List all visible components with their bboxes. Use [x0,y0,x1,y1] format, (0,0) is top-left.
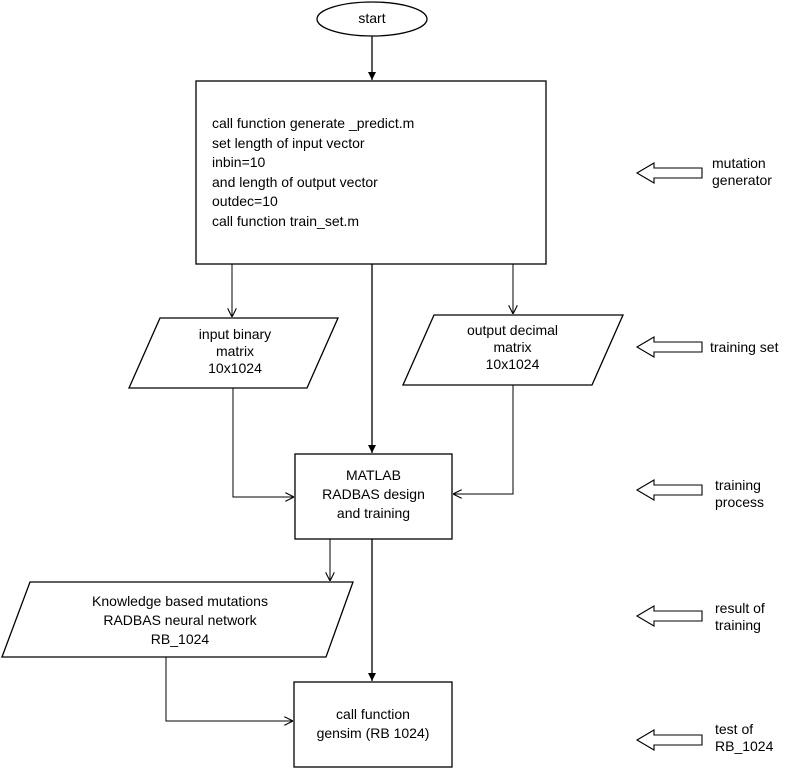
gensim-line-1: call function [336,706,410,722]
output-matrix-text: output decimal matrix 10x1024 [420,322,605,373]
training-box-text: MATLAB RADBAS design and training [295,466,452,523]
block-arrow-training-set [635,336,703,358]
network-line-3: RB_1024 [150,631,210,647]
block-arrow-test [635,729,703,751]
gensim-box-text: call function gensim (RB 1024) [294,705,452,743]
annotation-training-set: training set [710,339,779,355]
gensim-process-box [293,681,453,768]
generate-line-3: inbin=10 [212,154,266,170]
output-matrix-line-3: 10x1024 [485,356,540,372]
annotation-training-process: training process [715,477,765,510]
output-matrix-line-2: matrix [493,339,532,355]
input-matrix-line-1: input binary [198,326,272,342]
network-line-2: RADBAS neural network [103,612,257,628]
input-matrix-text: input binary matrix 10x1024 [150,326,320,377]
annotation-result-of-training: result of training [715,600,765,633]
training-line-2: RADBAS design [322,486,425,502]
generate-process-box [195,80,547,265]
start-label: start [358,10,386,26]
network-result-shape [1,581,354,658]
arrow-output-to-training [453,385,514,494]
training-line-3: and training [336,505,411,521]
block-arrow-training-process [635,479,703,501]
input-matrix-line-3: 10x1024 [208,360,262,376]
training-line-1: MATLAB [346,467,401,483]
annotation-test-of: test of RB_1024 [715,721,774,754]
network-text: Knowledge based mutations RADBAS neural … [30,592,330,649]
generate-line-6: call function train_set.m [212,212,360,229]
input-binary-matrix-shape [128,317,339,389]
generate-line-4: and length of output vector [212,173,378,190]
block-arrow-mutation [635,162,703,184]
arrow-network-to-gensim [165,657,293,721]
generate-box-text: call function generate _predict.m set le… [212,114,542,231]
generate-line-2: set length of input vector [212,134,365,151]
output-decimal-matrix-shape [402,314,624,386]
annotation-mutation-generator: mutation generator [712,155,772,188]
gensim-line-2: gensim (RB 1024) [316,725,430,741]
output-matrix-line-1: output decimal [466,322,559,338]
input-matrix-line-2: matrix [215,343,255,359]
block-arrow-result [635,605,703,627]
generate-line-1: call function generate _predict.m [212,115,415,131]
generate-line-5: outdec=10 [212,193,278,209]
network-line-1: Knowledge based mutations [92,593,268,609]
training-process-box [294,453,453,540]
arrow-input-to-training [232,388,294,497]
